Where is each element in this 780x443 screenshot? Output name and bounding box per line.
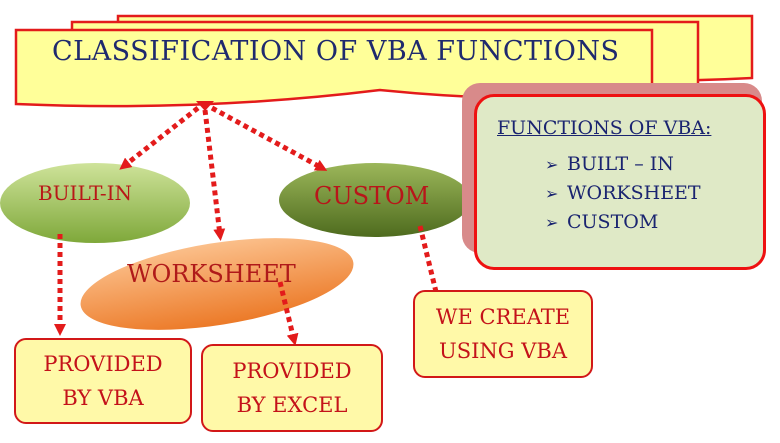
builtin-label: BUILT-IN bbox=[38, 181, 133, 205]
arrow-to-worksheet bbox=[202, 109, 226, 241]
bullet-arrow-icon: ➢ bbox=[545, 155, 559, 174]
arrow-to-builtin bbox=[119, 106, 200, 170]
panel-list-item: ➢CUSTOM bbox=[545, 211, 659, 233]
arrow-worksheet-to-desc bbox=[277, 281, 299, 346]
builtin-ellipse bbox=[0, 163, 190, 243]
worksheet-description-box: PROVIDED BY EXCEL bbox=[201, 344, 383, 432]
arrow-custom-to-desc bbox=[417, 225, 443, 306]
custom-ellipse bbox=[279, 163, 471, 237]
diagram-title: CLASSIFICATION OF VBA FUNCTIONS bbox=[52, 36, 620, 67]
worksheet-label: WORKSHEET bbox=[127, 260, 296, 288]
panel-list-item: ➢BUILT – IN bbox=[545, 153, 674, 175]
bullet-arrow-icon: ➢ bbox=[545, 184, 559, 203]
functions-panel: FUNCTIONS OF VBA: ➢BUILT – IN ➢WORKSHEET… bbox=[474, 94, 766, 270]
panel-list: ➢BUILT – IN ➢WORKSHEET ➢CUSTOM bbox=[545, 153, 701, 240]
custom-label: CUSTOM bbox=[314, 182, 430, 210]
panel-title: FUNCTIONS OF VBA: bbox=[497, 117, 712, 139]
bullet-arrow-icon: ➢ bbox=[545, 213, 559, 232]
worksheet-ellipse bbox=[80, 238, 354, 330]
arrow-to-custom bbox=[210, 105, 328, 171]
custom-description-box: WE CREATE USING VBA bbox=[413, 290, 593, 378]
panel-list-item: ➢WORKSHEET bbox=[545, 182, 701, 204]
junction-arrowhead bbox=[196, 101, 214, 111]
builtin-description-box: PROVIDED BY VBA bbox=[14, 338, 192, 424]
